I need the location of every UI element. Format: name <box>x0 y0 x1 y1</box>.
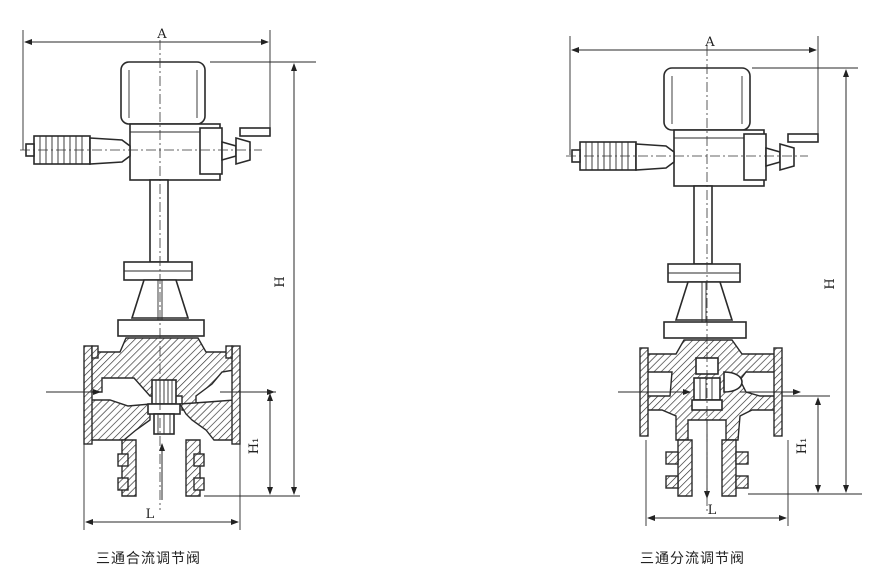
caption-mixing-valve: 三通合流调节阀 <box>96 551 201 567</box>
actuator-right <box>566 67 819 187</box>
dim-label-h: H <box>273 276 288 287</box>
dim-label-a: A <box>704 35 715 50</box>
valve-body-left <box>46 40 275 510</box>
dimension-a-left: A <box>22 27 271 150</box>
dim-label-l: L <box>708 503 717 518</box>
figure-diverting-valve: A <box>566 35 862 526</box>
dimension-h-right: H H₁ <box>748 67 862 495</box>
caption-diverting-valve: 三通分流调节阀 <box>640 551 745 567</box>
dimension-l-left: L <box>83 444 241 530</box>
dim-label-h1: H₁ <box>795 438 810 455</box>
dimension-a-right: A <box>569 35 819 155</box>
dim-label-h1: H₁ <box>247 438 262 455</box>
actuator-left <box>20 61 271 181</box>
figure-mixing-valve: A <box>20 27 316 530</box>
valve-body-right <box>618 46 801 512</box>
stem-left <box>123 179 193 320</box>
dimension-h-left: H H₁ <box>204 61 316 497</box>
dim-label-l: L <box>146 507 155 522</box>
dim-label-h: H <box>823 278 838 289</box>
stem-right <box>667 185 741 322</box>
dimension-l-right: L <box>645 440 789 526</box>
dim-label-a: A <box>156 27 167 42</box>
